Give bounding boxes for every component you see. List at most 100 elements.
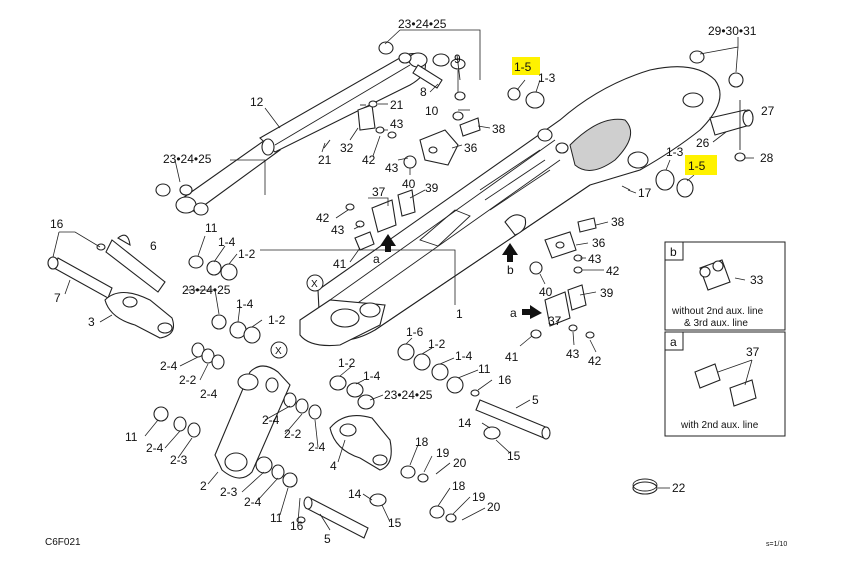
- label-2-3-b: 2-3: [220, 485, 238, 499]
- label-20-a: 20: [453, 456, 467, 470]
- label-23-24-25-left: 23•24•25: [163, 152, 212, 166]
- label-arrow-b: b: [507, 263, 514, 277]
- label-17: 17: [638, 186, 652, 200]
- pin-five-lower: [296, 493, 387, 539]
- x-markers: [270, 274, 324, 359]
- label-8: 8: [420, 85, 427, 99]
- inset-b-letter: b: [670, 245, 677, 259]
- label-23-24-25-top: 23•24•25: [398, 17, 447, 31]
- arrow-b-icon: [502, 243, 518, 262]
- label-7: 7: [54, 291, 61, 305]
- label-1-4-a: 1-4: [218, 235, 236, 249]
- label-1-5-top: 1-5: [514, 60, 532, 74]
- inset-b: [664, 241, 786, 331]
- label-2-4-a: 2-4: [160, 359, 178, 373]
- label-3: 3: [88, 315, 95, 329]
- label-39-mid: 39: [600, 286, 614, 300]
- marker-x-upper: X: [311, 279, 318, 290]
- label-40-mid: 40: [539, 285, 553, 299]
- bushings-left: [188, 255, 261, 344]
- label-21-a: 21: [390, 98, 404, 112]
- label-36-mid: 36: [592, 236, 606, 250]
- inset-b-part: 33: [750, 273, 764, 287]
- left-valves-fittings: [345, 189, 416, 251]
- label-12: 12: [250, 95, 264, 109]
- label-1-3-right: 1-3: [666, 145, 684, 159]
- label-42-d: 42: [588, 354, 602, 368]
- label-42-a: 42: [362, 153, 376, 167]
- link-and-pin-left: [47, 234, 166, 299]
- label-2-2-a: 2-2: [179, 373, 197, 387]
- highlight-1-5-right: [685, 155, 717, 175]
- label-39-top: 39: [425, 181, 439, 195]
- label-1-4-b: 1-4: [236, 297, 254, 311]
- label-1-4-d: 1-4: [363, 369, 381, 383]
- label-43-c: 43: [331, 223, 345, 237]
- label-23-24-25-low: 23•24•25: [384, 388, 433, 402]
- label-36-top: 36: [464, 141, 478, 155]
- inset-b-caption-2: & 3rd aux. line: [684, 318, 748, 329]
- label-42-c: 42: [606, 264, 620, 278]
- label-4: 4: [330, 459, 337, 473]
- label-38-mid: 38: [611, 215, 625, 229]
- label-2: 2: [200, 479, 207, 493]
- cylinder-bottom-washers: [155, 183, 209, 216]
- label-16-c: 16: [290, 519, 304, 533]
- label-16-b: 16: [498, 373, 512, 387]
- label-15-a: 15: [507, 449, 521, 463]
- label-1: 1: [456, 307, 463, 321]
- label-1-5-right: 1-5: [688, 159, 706, 173]
- label-11-b: 11: [478, 362, 491, 376]
- label-9: 9: [454, 52, 461, 66]
- label-11-c: 11: [125, 430, 138, 444]
- inset-a-part: 37: [746, 345, 760, 359]
- bracket: [104, 291, 175, 339]
- label-2-4-c: 2-4: [262, 413, 280, 427]
- label-11-a: 11: [205, 221, 218, 235]
- inset-a-letter: a: [670, 335, 677, 349]
- label-2-4-e: 2-4: [146, 441, 164, 455]
- label-16-a: 16: [50, 217, 64, 231]
- label-2-4-f: 2-4: [244, 495, 262, 509]
- label-2-4-b: 2-4: [200, 387, 218, 401]
- label-41-b: 41: [505, 350, 519, 364]
- label-40-top: 40: [402, 177, 416, 191]
- label-42-b: 42: [316, 211, 330, 225]
- scale-note: s=1/10: [766, 541, 787, 548]
- label-19-b: 19: [472, 490, 486, 504]
- label-29-30-31: 29•30•31: [708, 24, 757, 38]
- label-37-low: 37: [548, 314, 562, 328]
- label-2-2-b: 2-2: [284, 427, 302, 441]
- label-18-b: 18: [452, 479, 466, 493]
- label-11-d: 11: [270, 511, 283, 525]
- label-1-2-b: 1-2: [268, 313, 286, 327]
- label-32: 32: [340, 141, 354, 155]
- label-2-4-d: 2-4: [308, 440, 326, 454]
- mount-arrows: [380, 234, 542, 319]
- label-5-b: 5: [324, 532, 331, 546]
- hose-clamp: [632, 478, 658, 495]
- cylinder-top-pin: [378, 41, 466, 121]
- link-four: [329, 415, 457, 523]
- label-1-6: 1-6: [406, 325, 424, 339]
- label-41-a: 41: [333, 257, 347, 271]
- label-2-3-a: 2-3: [170, 453, 188, 467]
- right-valves-fittings: [504, 214, 597, 339]
- arrow-a-left-icon: [380, 234, 396, 252]
- inset-a-caption: with 2nd aux. line: [680, 420, 759, 431]
- marker-x-lower: X: [275, 346, 282, 357]
- leader-lines: [52, 29, 754, 531]
- label-27: 27: [761, 104, 775, 118]
- label-23-24-25-mid: 23•24•25: [182, 283, 231, 297]
- label-20-b: 20: [487, 500, 501, 514]
- link-two: [214, 365, 291, 479]
- label-15-b: 15: [388, 516, 402, 530]
- label-1-2-a: 1-2: [238, 247, 256, 261]
- label-5-a: 5: [532, 393, 539, 407]
- label-43-b: 43: [385, 161, 399, 175]
- label-37-top: 37: [372, 185, 386, 199]
- label-26: 26: [696, 136, 710, 150]
- seal-stack-left: [153, 342, 322, 488]
- label-10: 10: [425, 104, 439, 118]
